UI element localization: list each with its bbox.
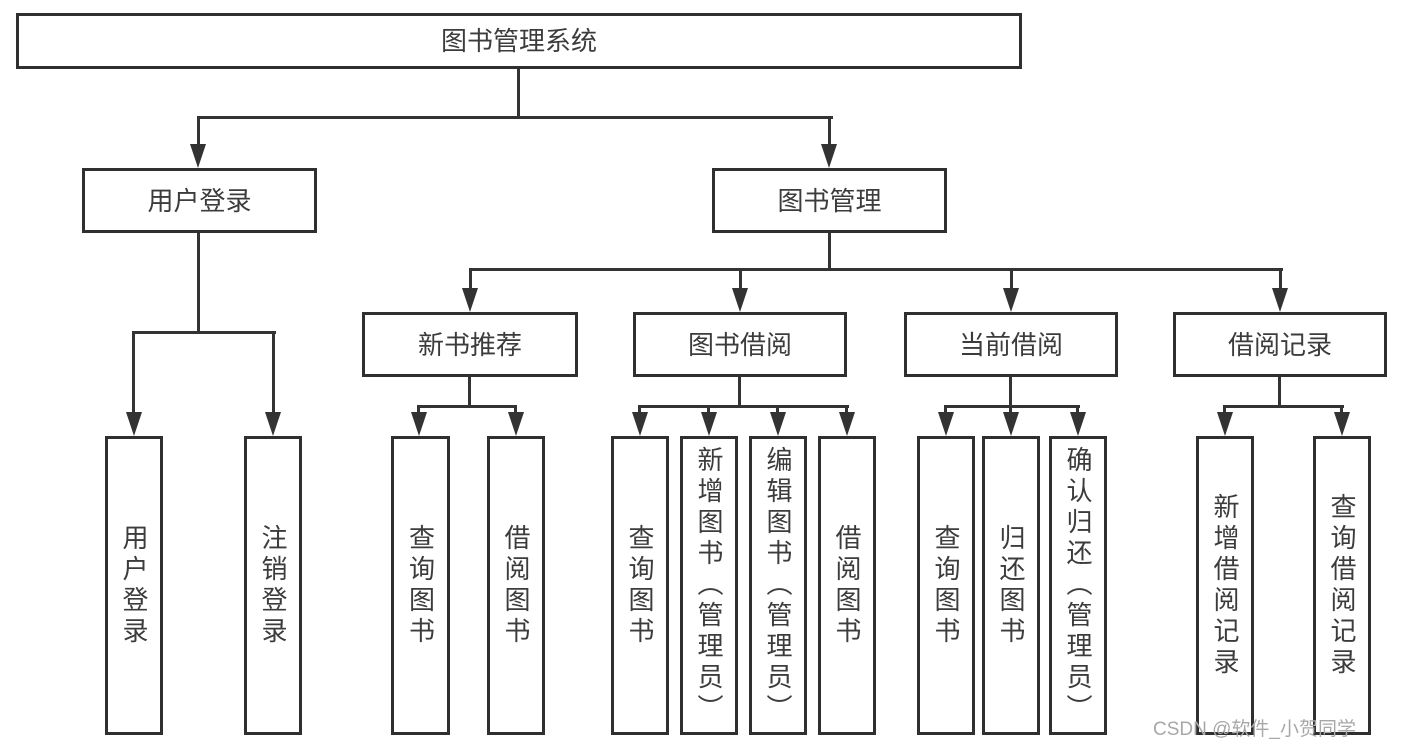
connector-line <box>739 268 742 291</box>
leaf-confirm-return-admin: 确认归还（管理员） <box>1049 436 1107 735</box>
node-book-borrowing: 图书借阅 <box>633 312 847 377</box>
connector-line <box>132 331 276 334</box>
node-user-login: 用户登录 <box>82 168 317 233</box>
node-label: 编辑图书（管理员） <box>763 446 793 725</box>
connector-line <box>1076 405 1079 415</box>
arrowhead-down-icon <box>1070 412 1086 436</box>
arrowhead-down-icon <box>1003 412 1019 436</box>
leaf-query-books-recommend: 查询图书 <box>391 436 450 735</box>
leaf-return-books: 归还图书 <box>982 436 1040 735</box>
leaf-user-login: 用户登录 <box>105 436 163 735</box>
connector-line <box>1223 405 1344 408</box>
node-label: 新书推荐 <box>417 329 522 360</box>
node-label: 查询图书 <box>625 523 655 648</box>
connector-line <box>197 233 200 334</box>
connector-line <box>707 405 710 415</box>
connector-line <box>638 405 849 408</box>
node-current-borrowing: 当前借阅 <box>904 312 1118 377</box>
leaf-edit-book-admin: 编辑图书（管理员） <box>749 436 807 735</box>
leaf-logout: 注销登录 <box>244 436 302 735</box>
node-book-management: 图书管理 <box>712 168 947 233</box>
node-label: 查询图书 <box>405 523 436 648</box>
node-library-management-system: 图书管理系统 <box>16 13 1022 69</box>
connector-line <box>738 377 741 408</box>
node-label: 新增图书（管理员） <box>694 446 724 725</box>
arrowhead-down-icon <box>770 412 786 436</box>
arrowhead-down-icon <box>462 288 478 312</box>
leaf-query-books-borrowing: 查询图书 <box>611 436 669 735</box>
leaf-query-borrow-record: 查询借阅记录 <box>1313 436 1371 735</box>
csdn-watermark: CSDN @软件_小贺同学 <box>1153 719 1356 740</box>
arrowhead-down-icon <box>1272 288 1288 312</box>
node-label: 归还图书 <box>996 523 1026 648</box>
connector-line <box>514 405 517 415</box>
connector-line <box>517 69 520 117</box>
node-new-book-recommendation: 新书推荐 <box>362 312 578 377</box>
connector-line <box>944 405 947 415</box>
leaf-add-borrow-record: 新增借阅记录 <box>1196 436 1254 735</box>
node-label: 当前借阅 <box>958 329 1063 360</box>
arrowhead-down-icon <box>411 412 427 436</box>
connector-line <box>1009 377 1012 408</box>
arrowhead-down-icon <box>1003 288 1019 312</box>
connector-line <box>197 116 833 119</box>
node-label: 借阅图书 <box>501 523 531 648</box>
connector-line <box>776 405 779 415</box>
arrowhead-down-icon <box>1334 412 1350 436</box>
node-label: 查询图书 <box>931 523 961 648</box>
leaf-borrow-books-borrowing: 借阅图书 <box>818 436 876 735</box>
node-label: 图书借阅 <box>687 329 792 360</box>
arrowhead-down-icon <box>821 144 837 168</box>
connector-line <box>944 405 1080 408</box>
arrowhead-down-icon <box>632 412 648 436</box>
node-label: 用户登录 <box>147 185 252 216</box>
connector-line <box>132 331 135 414</box>
arrowhead-down-icon <box>701 412 717 436</box>
connector-line <box>1340 405 1343 415</box>
arrowhead-down-icon <box>839 412 855 436</box>
connector-line <box>828 233 831 271</box>
node-label: 新增借阅记录 <box>1210 492 1240 679</box>
leaf-borrow-books-recommend: 借阅图书 <box>487 436 545 735</box>
node-label: 查询借阅记录 <box>1327 492 1357 679</box>
arrowhead-down-icon <box>1217 412 1233 436</box>
node-borrowing-records: 借阅记录 <box>1173 312 1387 377</box>
connector-line <box>638 405 641 415</box>
arrowhead-down-icon <box>126 412 142 436</box>
connector-line <box>1279 268 1282 291</box>
connector-line <box>468 377 471 408</box>
connector-line <box>1009 405 1012 415</box>
arrowhead-down-icon <box>508 412 524 436</box>
connector-line <box>197 116 200 148</box>
leaf-add-book-admin: 新增图书（管理员） <box>680 436 738 735</box>
arrowhead-down-icon <box>732 288 748 312</box>
leaf-query-books-current: 查询图书 <box>917 436 975 735</box>
connector-line <box>417 405 517 408</box>
connector-line <box>469 268 472 291</box>
node-label: 用户登录 <box>119 523 149 648</box>
arrowhead-down-icon <box>265 412 281 436</box>
connector-line <box>1010 268 1013 291</box>
connector-line <box>272 331 275 414</box>
connector-line <box>469 268 1283 271</box>
node-label: 图书管理系统 <box>440 26 597 56</box>
connector-line <box>1278 377 1281 408</box>
node-label: 确认归还（管理员） <box>1063 446 1093 725</box>
node-label: 图书管理 <box>777 185 882 216</box>
connector-line <box>845 405 848 415</box>
arrowhead-down-icon <box>190 144 206 168</box>
node-label: 借阅图书 <box>832 523 862 648</box>
connector-line <box>1223 405 1226 415</box>
arrowhead-down-icon <box>938 412 954 436</box>
node-label: 注销登录 <box>258 523 288 648</box>
connector-line <box>417 405 420 415</box>
connector-line <box>828 116 831 148</box>
node-label: 借阅记录 <box>1227 329 1332 360</box>
